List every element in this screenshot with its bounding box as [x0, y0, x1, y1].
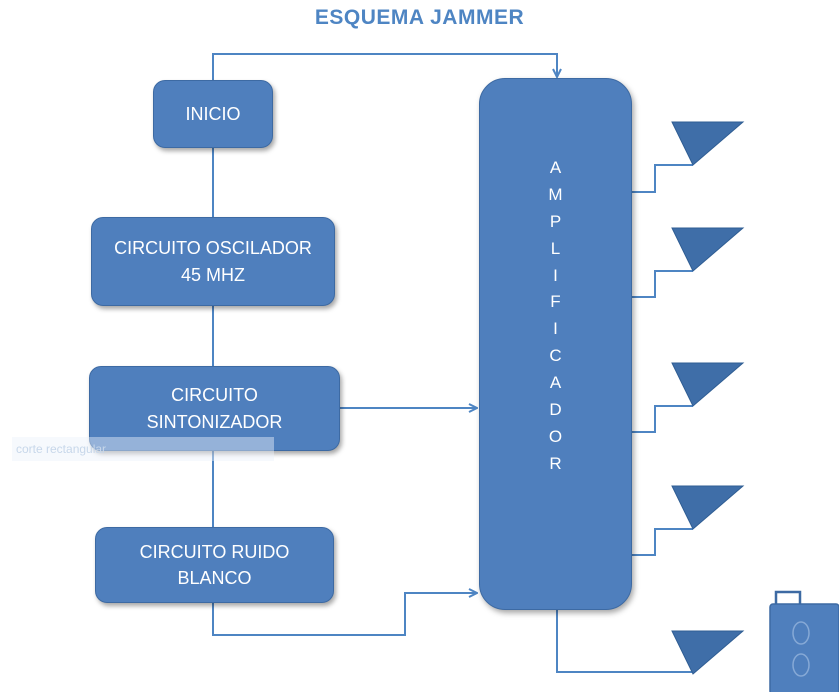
amplificador-letter: C	[549, 346, 562, 366]
antenna-icon	[671, 630, 745, 675]
amplificador-letter: O	[548, 426, 563, 446]
amplificador-letter: I	[553, 265, 558, 285]
sintonizador-box: CIRCUITO SINTONIZADOR	[89, 366, 340, 451]
antenna-icon	[671, 121, 745, 166]
amplificador-letter: R	[549, 453, 562, 473]
antenna-line-3	[632, 405, 693, 433]
overlay-label: corte rectangular	[12, 437, 274, 461]
antenna-icon	[671, 362, 745, 407]
oscilador-box: CIRCUITO OSCILADOR 45 MHZ	[91, 217, 335, 306]
amplificador-letter: F	[550, 292, 561, 312]
amplificador-letter: D	[549, 400, 562, 420]
amplificador-letter: A	[549, 158, 562, 177]
amplificador-letter: I	[553, 319, 558, 339]
antenna-line-5	[556, 610, 693, 673]
amplificador-letter: A	[549, 373, 562, 393]
diagram-title: ESQUEMA JAMMER	[314, 6, 525, 29]
amplificador-letter: P	[549, 211, 562, 231]
arrow-ruido-amplificador	[212, 593, 476, 636]
inicio-box: INICIO	[153, 80, 273, 148]
ruido-blanco-box: CIRCUITO RUIDO BLANCO	[95, 527, 334, 603]
antenna-icon	[671, 227, 745, 272]
amplificador-letter: L	[550, 238, 561, 258]
antenna-line-2	[632, 270, 693, 298]
arrow-inicio-amplificador	[212, 53, 557, 80]
radio-device-icon	[769, 590, 839, 692]
antenna-line-1	[632, 164, 693, 193]
amplificador-letter: M	[548, 184, 563, 204]
antenna-icon	[671, 485, 745, 530]
antenna-line-4	[632, 528, 693, 556]
